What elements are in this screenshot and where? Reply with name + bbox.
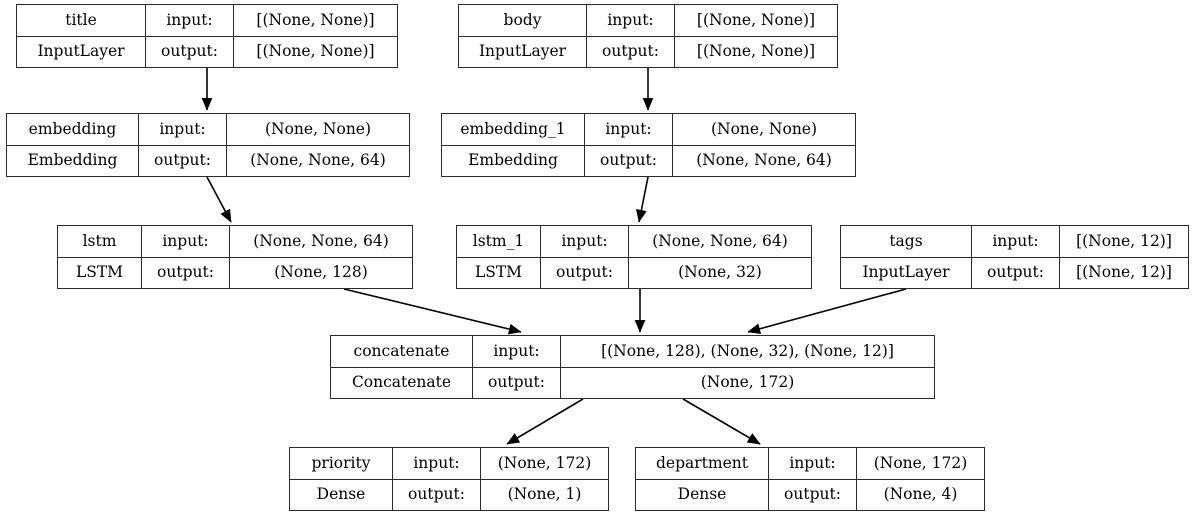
input-shape-body: [(None, None)]	[696, 10, 816, 29]
input-label-body: input:	[587, 5, 675, 36]
input-shape-lstm: (None, None, 64)	[253, 231, 389, 250]
layer-name-body: body	[459, 5, 587, 36]
input-label-concatenate: input:	[473, 336, 561, 367]
layer-name-lstm_1: lstm_1	[457, 226, 541, 257]
output-label-title: output:	[146, 36, 234, 67]
input-shape-tags: [(None, 12)]	[1076, 231, 1172, 250]
layer-name-title: title	[17, 5, 146, 36]
output-shape-embedding_1: (None, None, 64)	[696, 151, 832, 169]
output-label-body: output:	[587, 36, 675, 67]
layer-name-priority: priority	[290, 448, 393, 479]
layer-class-embedding_1: Embedding	[442, 145, 585, 176]
input-label-title: input:	[146, 5, 234, 36]
input-shape-embedding: (None, None)	[264, 119, 372, 138]
input-label-embedding: input:	[139, 114, 227, 145]
output-shape-body: [(None, None)]	[696, 42, 816, 60]
layer-class-body: InputLayer	[459, 36, 587, 67]
input-shape-lstm_1: (None, None, 64)	[652, 231, 788, 250]
layer-class-concatenate: Concatenate	[331, 367, 473, 398]
layer-class-lstm: LSTM	[58, 257, 142, 288]
input-shape-title: [(None, None)]	[256, 10, 375, 29]
input-label-embedding_1: input:	[585, 114, 673, 145]
edge-embedding-to-lstm	[206, 176, 232, 223]
output-shape-lstm_1: (None, 32)	[678, 263, 762, 281]
output-label-embedding_1: output:	[585, 145, 673, 176]
output-shape-concatenate: (None, 172)	[700, 373, 795, 391]
input-label-tags: input:	[972, 226, 1060, 257]
output-label-embedding: output:	[139, 145, 227, 176]
output-shape-lstm: (None, 128)	[274, 263, 368, 281]
input-label-priority: input:	[393, 448, 481, 479]
input-shape-priority: (None, 172)	[497, 453, 592, 472]
layer-class-department: Dense	[636, 479, 769, 510]
output-shape-tags: [(None, 12)]	[1076, 263, 1172, 281]
layer-name-embedding: embedding	[7, 114, 139, 145]
layer-class-embedding: Embedding	[7, 145, 139, 176]
output-label-lstm: output:	[142, 257, 230, 288]
input-shape-concatenate: [(None, 128), (None, 32), (None, 12)]	[601, 341, 894, 360]
input-label-lstm_1: input:	[541, 226, 629, 257]
layer-class-priority: Dense	[290, 479, 393, 510]
output-label-tags: output:	[972, 257, 1060, 288]
output-shape-department: (None, 4)	[883, 485, 958, 503]
layer-class-title: InputLayer	[17, 36, 146, 67]
layer-name-tags: tags	[841, 226, 972, 257]
edge-concatenate-to-priority	[506, 398, 584, 445]
input-label-department: input:	[769, 448, 857, 479]
layer-name-lstm: lstm	[58, 226, 142, 257]
layer-name-embedding_1: embedding_1	[442, 114, 585, 145]
edge-lstm-to-concatenate	[343, 288, 522, 335]
edge-embedding_1-to-lstm_1	[636, 176, 649, 223]
output-shape-priority: (None, 1)	[507, 485, 582, 503]
output-label-concatenate: output:	[473, 367, 561, 398]
edge-concatenate-to-department	[682, 398, 761, 445]
output-shape-title: [(None, None)]	[256, 42, 375, 60]
output-shape-embedding: (None, None, 64)	[250, 151, 386, 169]
input-shape-embedding_1: (None, None)	[710, 119, 818, 138]
layer-name-concatenate: concatenate	[331, 336, 473, 367]
input-shape-department: (None, 172)	[873, 453, 968, 472]
layer-class-lstm_1: LSTM	[457, 257, 541, 288]
output-label-lstm_1: output:	[541, 257, 629, 288]
layer-name-department: department	[636, 448, 769, 479]
input-label-lstm: input:	[142, 226, 230, 257]
output-label-department: output:	[769, 479, 857, 510]
edge-tags-to-concatenate	[747, 288, 907, 335]
layer-class-tags: InputLayer	[841, 257, 972, 288]
output-label-priority: output:	[393, 479, 481, 510]
